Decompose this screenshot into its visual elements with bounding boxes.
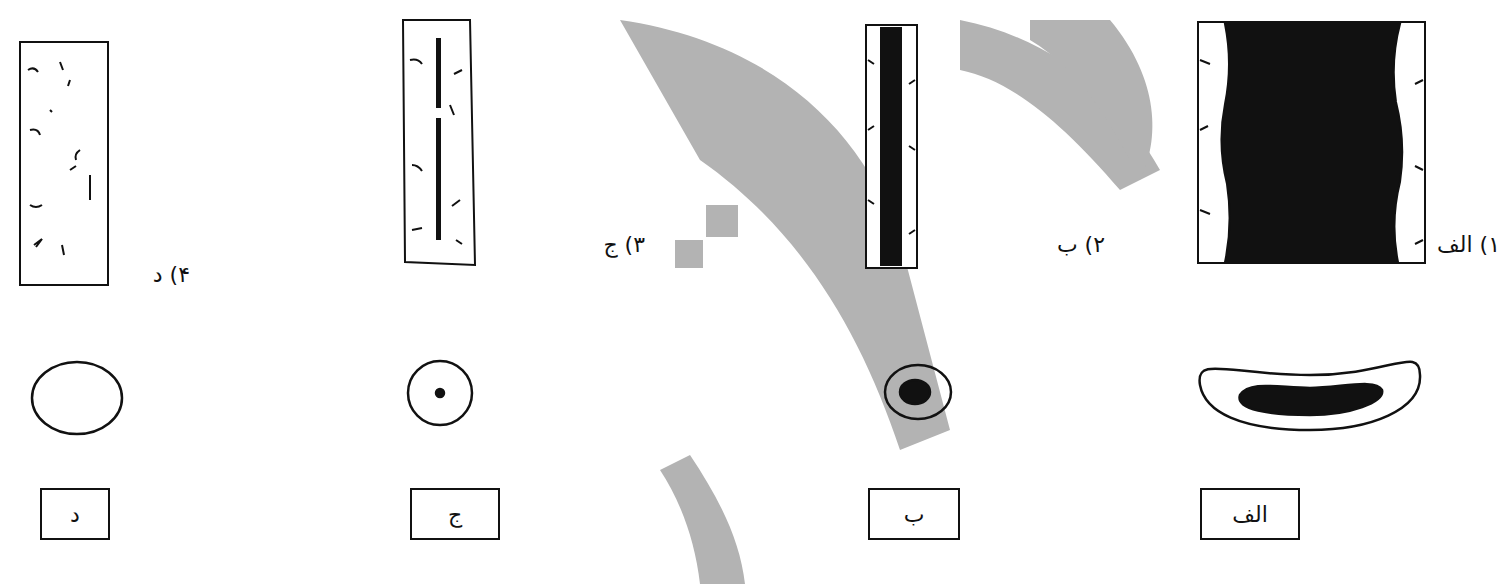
option-label: ۴) د <box>153 262 190 287</box>
option-label: ۳) ج <box>603 232 645 257</box>
tissue-a <box>1198 22 1425 263</box>
watermark <box>620 20 1160 584</box>
box-label: ج <box>448 502 462 527</box>
box-label: الف <box>1232 502 1268 527</box>
option-box: الف <box>1200 488 1300 540</box>
cross-sections <box>32 361 1420 434</box>
box-label: ب <box>904 502 925 527</box>
box-label: د <box>70 502 80 527</box>
tissue-c <box>403 20 475 265</box>
option-label: ۱) الف <box>1437 232 1500 257</box>
option-box: د <box>40 488 110 540</box>
option-box: ب <box>868 488 960 540</box>
tissue-b <box>866 25 917 268</box>
option-label: ۲) ب <box>1057 232 1105 257</box>
tissue-d <box>20 42 108 285</box>
option-box: ج <box>410 488 500 540</box>
